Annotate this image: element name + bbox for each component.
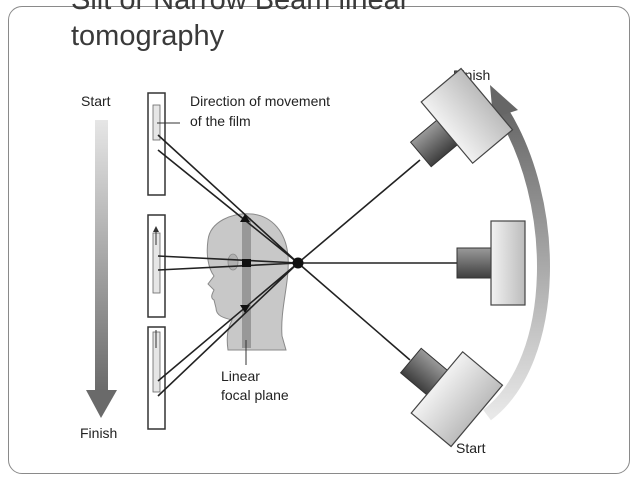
- label-direction-line-2: of the film: [190, 113, 251, 129]
- linear-focal-plane: [242, 218, 251, 348]
- label-direction-line-1: Direction of movement: [190, 93, 330, 109]
- slide-title: Slit or Narrow Beam linear tomography: [71, 0, 409, 54]
- x-ray-tube-middle: [456, 220, 526, 306]
- film-cassette-bottom: [147, 326, 166, 430]
- film-cassette-middle: [147, 214, 166, 318]
- label-finish-left: Finish: [80, 425, 117, 441]
- x-ray-tube-finish: [409, 67, 514, 168]
- label-start-right: Start: [456, 440, 486, 456]
- label-start-left: Start: [81, 93, 111, 109]
- plane-marker-top: [240, 214, 250, 222]
- film-cassette-top: [147, 92, 166, 196]
- x-ray-beams: [157, 134, 457, 397]
- title-line-2: tomography: [71, 20, 225, 52]
- x-ray-tube-start: [399, 347, 504, 448]
- plane-marker-middle: [242, 259, 251, 267]
- plane-marker-bottom: [240, 305, 250, 313]
- film-movement-arrow: [86, 120, 117, 418]
- tube-movement-arc: [482, 104, 550, 421]
- label-plane-line-2: focal plane: [221, 387, 289, 403]
- fulcrum-point: [292, 257, 304, 269]
- label-plane-line-1: Linear: [221, 368, 260, 384]
- arc-arrowhead: [490, 85, 518, 118]
- title-line-1: Slit or Narrow Beam linear: [71, 0, 410, 16]
